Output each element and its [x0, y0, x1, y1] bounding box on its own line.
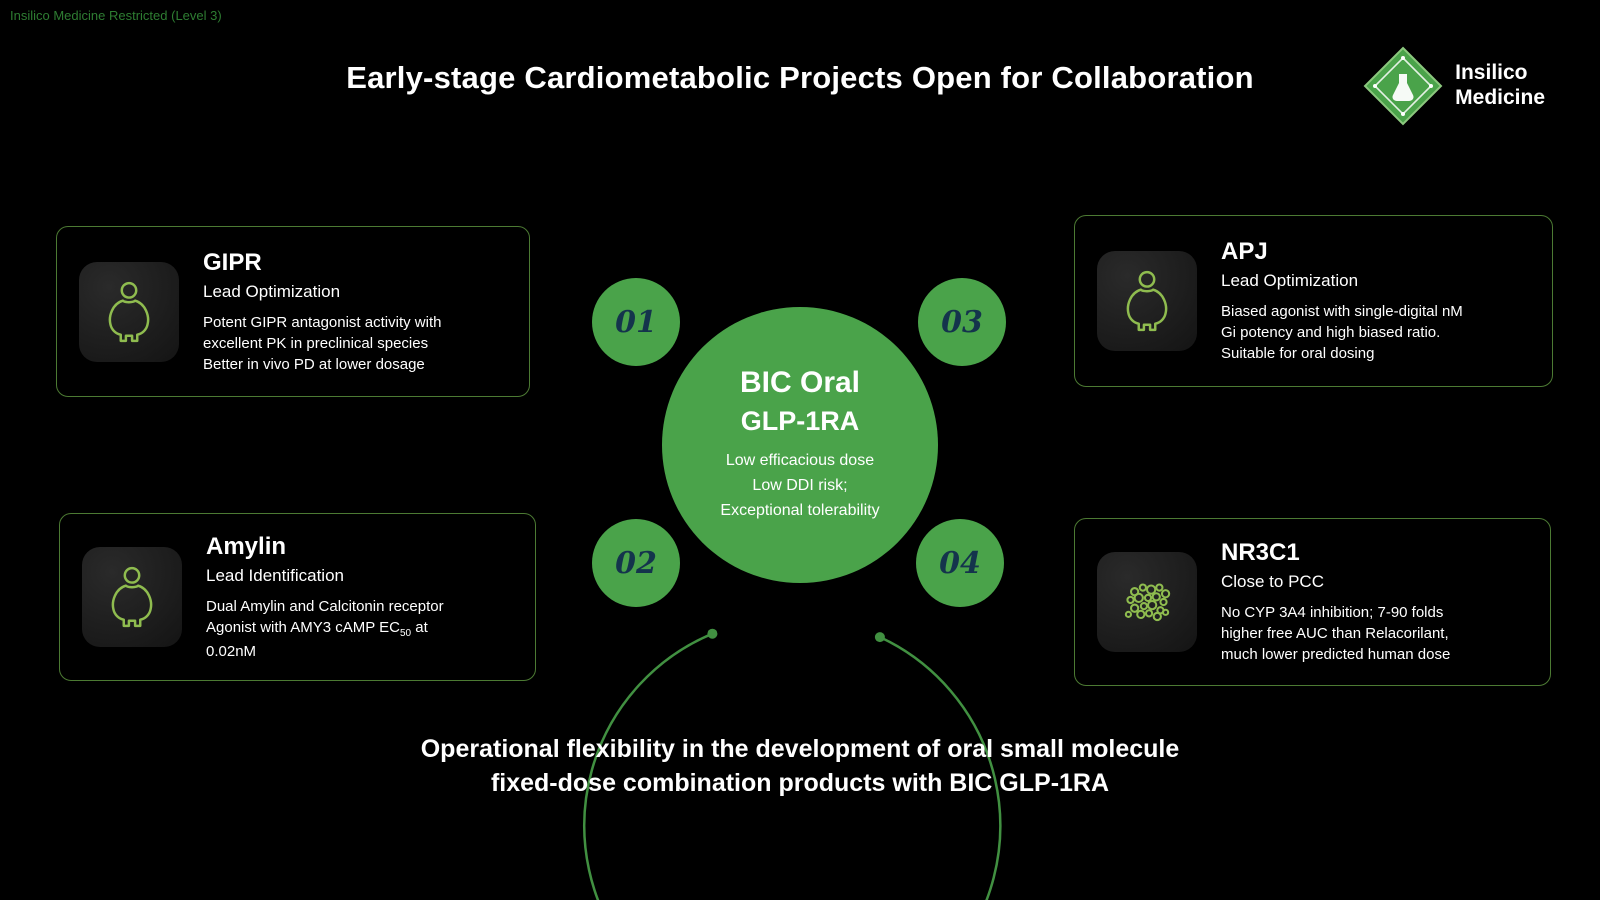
- footer-line2: fixed-dose combination products with BIC…: [490, 768, 1110, 797]
- body-line: 0.02nM: [206, 642, 257, 660]
- card-amylin: Amylin Lead Identification Dual Amylin a…: [59, 513, 536, 681]
- body-line: Biased agonist with single-digital nM: [1221, 303, 1463, 320]
- card-amylin-text: Amylin Lead Identification Dual Amylin a…: [206, 533, 444, 662]
- body-line: Better in vivo PD at lower dosage: [203, 355, 425, 373]
- logo-text-line1: Insilico: [1455, 61, 1528, 85]
- body-line: Suitable for oral dosing: [1221, 345, 1375, 362]
- card-nr3c1-text: NR3C1 Close to PCC No CYP 3A4 inhibition…: [1221, 539, 1450, 665]
- body-line: Dual Amylin and Calcitonin receptor: [206, 597, 444, 615]
- badge-01: 01: [592, 278, 680, 366]
- badge-03-label: 03: [941, 304, 983, 340]
- body-line: Agonist with AMY3 cAMP EC50 at: [206, 617, 444, 641]
- card-gipr-text: GIPR Lead Optimization Potent GIPR antag…: [203, 249, 441, 375]
- body-line-text: Agonist with AMY3 cAMP EC: [206, 618, 400, 636]
- hub-title-line2: GLP-1RA: [740, 406, 860, 437]
- molecule-icon: [1097, 552, 1197, 652]
- insilico-logo-icon: [1363, 46, 1443, 126]
- hub-sub-line3: Exceptional tolerability: [720, 501, 880, 519]
- card-title: Amylin: [206, 532, 287, 560]
- body-line: Gi potency and high biased ratio.: [1221, 324, 1441, 341]
- badge-03: 03: [918, 278, 1006, 366]
- footer-line1: Operational flexibility in the developme…: [420, 735, 1180, 763]
- hub-title-line1: BIC Oral: [739, 366, 861, 400]
- card-description: No CYP 3A4 inhibition; 7-90 folds higher…: [1221, 602, 1450, 665]
- insilico-logo: Insilico Medicine: [1363, 46, 1545, 126]
- card-stage: Close to PCC: [1221, 572, 1324, 591]
- card-description: Potent GIPR antagonist activity with exc…: [203, 312, 441, 375]
- card-stage: Lead Optimization: [203, 281, 341, 301]
- body-line: higher free AUC than Relacorilant,: [1221, 625, 1449, 642]
- card-description: Dual Amylin and Calcitonin receptor Agon…: [206, 596, 444, 662]
- card-description: Biased agonist with single-digital nM Gi…: [1221, 301, 1463, 364]
- person-icon: [1097, 251, 1197, 351]
- logo-wordmark: Insilico Medicine: [1455, 61, 1545, 111]
- badge-02-label: 02: [615, 545, 657, 581]
- badge-04: 04: [916, 519, 1004, 607]
- subscript-50: 50: [399, 627, 412, 639]
- logo-text-line2: Medicine: [1455, 86, 1545, 109]
- footer-text: Operational flexibility in the developme…: [0, 733, 1600, 800]
- card-title: GIPR: [203, 248, 262, 276]
- hub-subtext: Low efficacious dose Low DDI risk; Excep…: [720, 449, 879, 523]
- center-hub: BIC Oral GLP-1RA Low efficacious dose Lo…: [662, 307, 938, 583]
- body-line: excellent PK in preclinical species: [203, 334, 429, 352]
- person-icon: [82, 547, 182, 647]
- card-gipr: GIPR Lead Optimization Potent GIPR antag…: [56, 226, 530, 397]
- card-apj-text: APJ Lead Optimization Biased agonist wit…: [1221, 238, 1463, 364]
- badge-02: 02: [592, 519, 680, 607]
- card-nr3c1: NR3C1 Close to PCC No CYP 3A4 inhibition…: [1074, 518, 1551, 686]
- page-title: Early-stage Cardiometabolic Projects Ope…: [346, 60, 1254, 95]
- body-line: much lower predicted human dose: [1221, 646, 1451, 663]
- badge-01-label: 01: [615, 304, 657, 340]
- hub-sub-line2: Low DDI risk;: [752, 477, 848, 495]
- body-line: No CYP 3A4 inhibition; 7-90 folds: [1221, 604, 1444, 621]
- card-stage: Lead Optimization: [1221, 271, 1359, 290]
- card-title: NR3C1: [1221, 539, 1300, 566]
- card-apj: APJ Lead Optimization Biased agonist wit…: [1074, 215, 1553, 387]
- body-line: Potent GIPR antagonist activity with: [203, 313, 442, 331]
- person-icon: [79, 261, 179, 362]
- card-stage: Lead Identification: [206, 565, 344, 585]
- card-title: APJ: [1221, 238, 1268, 265]
- badge-04-label: 04: [939, 545, 981, 581]
- hub-sub-line1: Low efficacious dose: [725, 452, 875, 470]
- restricted-label: Insilico Medicine Restricted (Level 3): [10, 8, 222, 23]
- body-line-text: at: [411, 618, 428, 636]
